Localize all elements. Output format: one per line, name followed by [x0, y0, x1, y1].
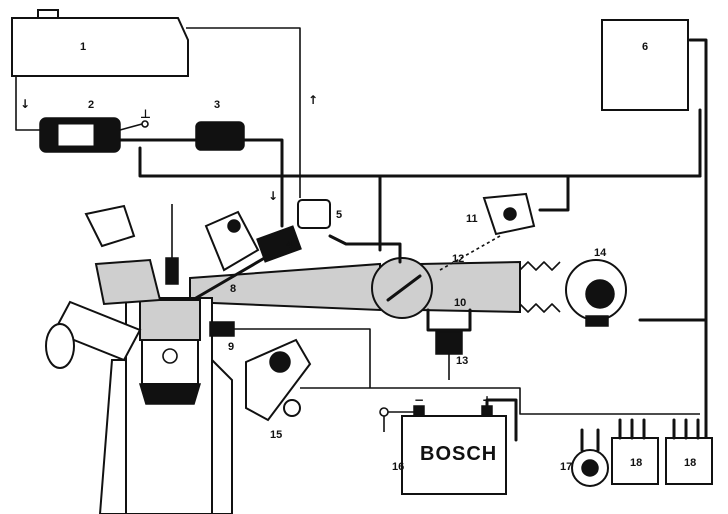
thermo-time-switch: [439, 192, 536, 271]
label-8: 8: [230, 283, 236, 295]
ignition-switch: [571, 428, 609, 487]
arrow-up-icon: ↑: [308, 93, 318, 107]
relay-2: [665, 418, 713, 485]
label-12: 12: [452, 253, 464, 265]
fuel-filter: [195, 121, 245, 151]
injection-valve: [194, 210, 302, 300]
air-flow-meter: [519, 259, 627, 327]
temperature-sensor: [209, 321, 371, 388]
ignition-distributor: [245, 338, 312, 422]
control-unit: [601, 19, 689, 111]
fuel-tank: [11, 9, 189, 77]
battery-brand: BOSCH: [420, 443, 497, 465]
battery-plus: +: [482, 393, 492, 407]
wiring-harness: [300, 38, 708, 442]
relay-1: [611, 418, 659, 485]
arrow-down-icon: ↓: [20, 97, 30, 111]
fuel-lines: [15, 27, 702, 228]
label-17: 17: [560, 461, 572, 473]
arrow-down-icon: ↓: [268, 189, 278, 203]
exhaust-manifold: [45, 204, 162, 369]
fuel-pump: [39, 117, 149, 153]
auxiliary-air-valve: [426, 308, 472, 380]
label-5: 5: [336, 209, 342, 221]
engine-cylinder: [98, 297, 233, 514]
label-10: 10: [454, 297, 466, 309]
label-6: 6: [642, 41, 648, 53]
label-9: 9: [228, 341, 234, 353]
label-18-a: 18: [630, 457, 642, 469]
battery: [379, 398, 518, 495]
label-4: 4: [286, 239, 293, 251]
ground-icon: ⊥: [140, 107, 151, 121]
pressure-regulator: [297, 199, 402, 264]
label-13: 13: [456, 355, 468, 367]
label-16: 16: [392, 461, 404, 473]
label-1: 1: [80, 41, 86, 53]
label-15: 15: [270, 429, 282, 441]
label-11: 11: [466, 213, 478, 225]
label-2: 2: [88, 99, 94, 111]
label-3: 3: [214, 99, 220, 111]
spark-plug: [165, 204, 179, 285]
battery-minus: −: [414, 393, 424, 407]
label-14: 14: [594, 247, 607, 259]
label-18-b: 18: [684, 457, 696, 469]
